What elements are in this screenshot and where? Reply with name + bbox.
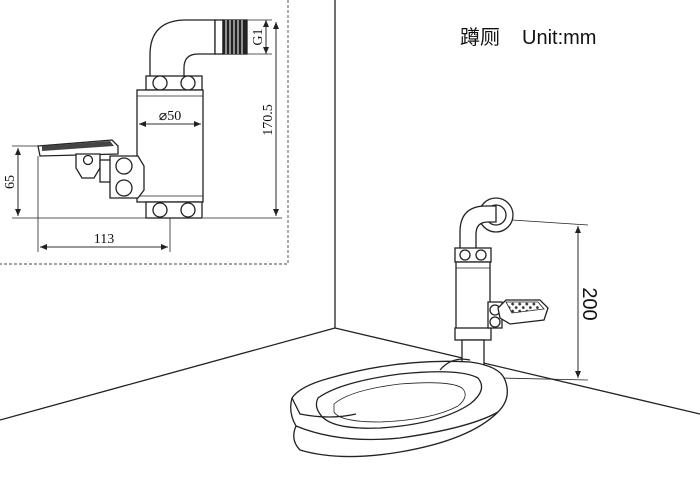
installed-valve <box>454 197 549 371</box>
unit-label: Unit:mm <box>522 27 596 49</box>
elbow-pipe <box>149 19 248 83</box>
depth-label: 113 <box>94 232 114 247</box>
product-title: 蹲厕 <box>460 26 500 49</box>
pedal-height-dimension: 65 <box>3 145 146 219</box>
lower-nut <box>145 201 203 219</box>
depth-dimension: 113 <box>37 156 171 252</box>
height-dimension: 170.5 <box>203 22 282 219</box>
pedal-assembly <box>37 139 145 199</box>
diameter-dimension: ⌀50 <box>139 109 201 127</box>
diameter-label: ⌀50 <box>159 109 181 124</box>
upper-nut <box>145 75 203 91</box>
detail-inset: G1 170.5 ⌀50 65 113 <box>0 0 289 265</box>
total-height-label: 170.5 <box>261 104 276 136</box>
room-walls <box>0 0 700 421</box>
install-height-dimension: 200 <box>499 219 600 381</box>
install-height-label: 200 <box>578 287 600 320</box>
valve-body <box>136 89 204 203</box>
thread-dimension: G1 <box>247 19 272 55</box>
squat-toilet <box>290 358 508 458</box>
thread-label: G1 <box>251 28 266 45</box>
pedal-height-label: 65 <box>3 175 18 189</box>
